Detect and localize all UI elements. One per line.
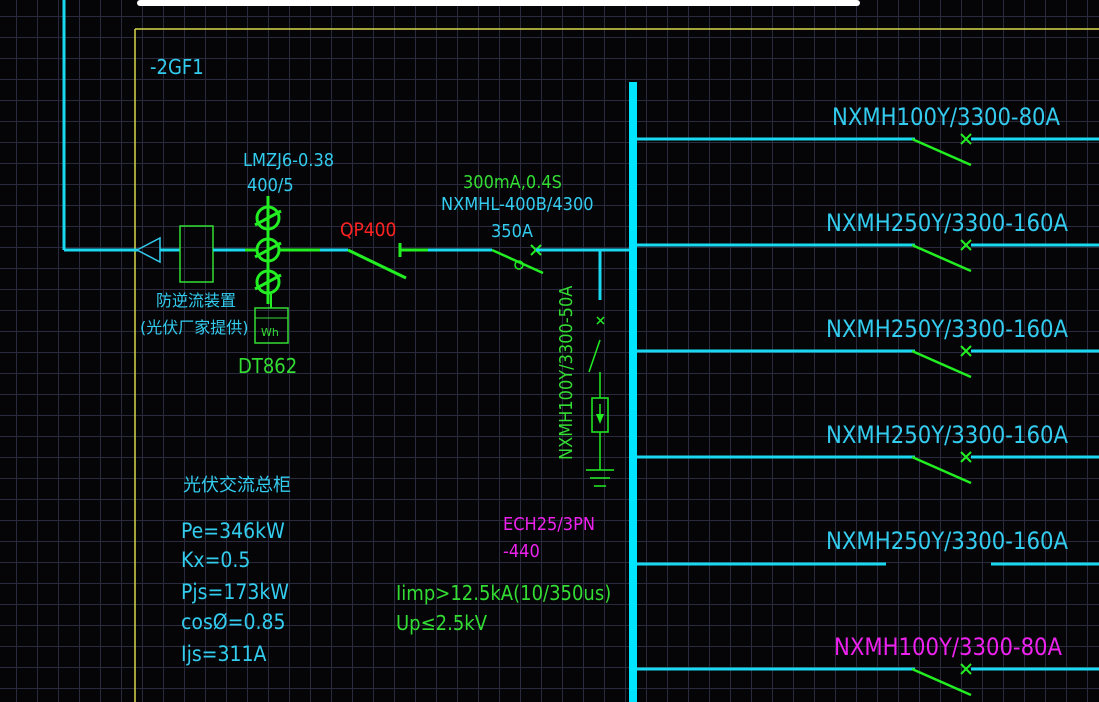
feeder-label: NXMH100Y/3300-80A xyxy=(834,633,1062,661)
calc-kx: Kx=0.5 xyxy=(181,548,250,572)
calc-pe: Pe=346kW xyxy=(181,519,285,543)
feeder-6[interactable]: NXMH100Y/3300-80A xyxy=(637,633,1099,697)
meter-symbol: Wh xyxy=(261,326,279,339)
feeder-switch-blade xyxy=(911,349,972,379)
spd-param-2: Up≤2.5kV xyxy=(396,611,488,635)
feeder-3[interactable]: NXMH250Y/3300-160A xyxy=(637,315,1099,379)
cabinet-title: 光伏交流总柜 xyxy=(183,475,291,496)
feeder-label: NXMH250Y/3300-160A xyxy=(826,209,1068,237)
spd-param-1: Iimp>12.5kA(10/350us) xyxy=(396,581,611,605)
rcd-label: 300mA,0.4S xyxy=(463,172,562,193)
ground-icon xyxy=(586,469,614,487)
energy-meter xyxy=(254,307,289,344)
anti-reverse-arrow-icon xyxy=(135,236,161,264)
feeder-switch-blade xyxy=(911,667,972,697)
feeder-x-mark-icon xyxy=(960,451,972,463)
feeder-switch-blade xyxy=(911,455,972,485)
spd-breaker-label: NXMH100Y/3300-50A xyxy=(556,286,577,460)
ct-label-2: 400/5 xyxy=(247,175,294,196)
calc-cos: cosØ=0.85 xyxy=(181,610,286,634)
feeder-x-mark-icon xyxy=(960,663,972,675)
feeder-4[interactable]: NXMH250Y/3300-160A xyxy=(637,421,1099,485)
spd-model-1: ECH25/3PN xyxy=(503,514,595,535)
horizontal-scrollbar[interactable] xyxy=(137,0,860,6)
anti-reverse-device xyxy=(179,225,214,283)
feeder-switch-blade xyxy=(911,137,972,167)
calc-ijs: Ijs=311A xyxy=(181,642,267,666)
feeder-label: NXMH250Y/3300-160A xyxy=(826,315,1068,343)
spd-breaker-blade xyxy=(588,339,601,373)
feeder-label: NXMH250Y/3300-160A xyxy=(826,527,1068,555)
meter-model: DT862 xyxy=(238,354,297,378)
feeder-label: NXMH100Y/3300-80A xyxy=(832,103,1060,131)
spd-breaker-x-icon xyxy=(596,316,605,325)
main-breaker-model: NXMHL-400B/4300 xyxy=(441,194,594,215)
feeder-x-mark-icon xyxy=(960,239,972,251)
qp-switch-blade xyxy=(347,248,407,280)
feeder-2[interactable]: NXMH250Y/3300-160A xyxy=(637,209,1099,273)
main-breaker-rating: 350A xyxy=(491,221,533,242)
rcd-marker-icon xyxy=(514,260,524,270)
feeder-x-mark-icon xyxy=(960,345,972,357)
spd-model-2: -440 xyxy=(503,541,540,562)
panel-designation: -2GF1 xyxy=(150,55,204,79)
ct-label-1: LMZJ6-0.38 xyxy=(243,150,334,171)
feeder-1[interactable]: NXMH100Y/3300-80A xyxy=(637,103,1099,167)
feeder-group: NXMH100Y/3300-80A NXMH250Y/3300-160A NXMH2… xyxy=(637,103,1099,697)
feeder-switch-blade xyxy=(911,243,972,273)
anti-reverse-label-2: (光伏厂家提供) xyxy=(140,318,249,337)
feeder-x-mark-icon xyxy=(960,133,972,145)
spd-arrow-icon xyxy=(596,414,604,424)
current-transformer-icon xyxy=(254,196,282,304)
feeder-5[interactable]: NXMH250Y/3300-160A xyxy=(637,527,1099,566)
anti-reverse-label-1: 防逆流装置 xyxy=(156,291,236,310)
calc-pjs: Pjs=173kW xyxy=(181,580,289,604)
qp-label: QP400 xyxy=(340,219,396,241)
feeder-label: NXMH250Y/3300-160A xyxy=(826,421,1068,449)
